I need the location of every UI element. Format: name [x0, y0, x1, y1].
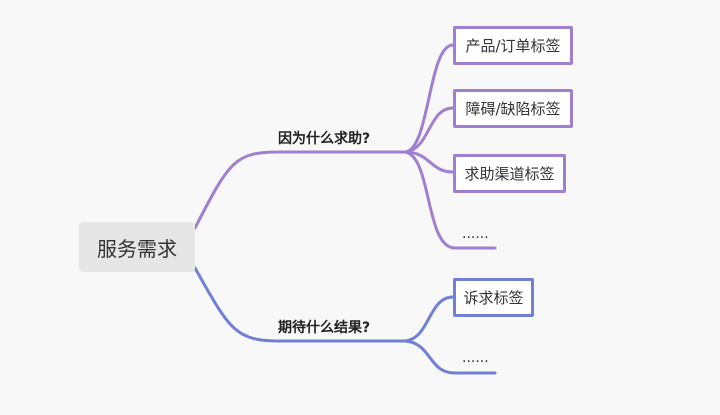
leaf-appeal-tag[interactable]: 诉求标签: [453, 278, 534, 317]
connector-why-etc: [403, 150, 497, 250]
leaf-help-channel-tag[interactable]: 求助渠道标签: [453, 154, 566, 193]
branch-label-why[interactable]: 因为什么求助?: [278, 131, 371, 147]
leaf-obstacle-defect-tag[interactable]: 障碍/缺陷标签: [453, 89, 573, 128]
connector-root-expect: [193, 266, 407, 343]
leaf-product-order-tag[interactable]: 产品/订单标签: [453, 26, 573, 65]
connector-why-channel: [403, 150, 455, 174]
connector-why-obstacle: [403, 106, 455, 154]
root-node[interactable]: 服务需求: [79, 222, 195, 272]
connector-why-product: [403, 43, 455, 154]
branch-label-expect[interactable]: 期待什么结果?: [278, 320, 371, 336]
leaf-more-expect[interactable]: ......: [462, 350, 489, 366]
leaf-more-why[interactable]: ......: [462, 226, 489, 242]
connector-expect-appeal: [403, 295, 455, 343]
connector-root-why: [193, 150, 407, 230]
connector-expect-etc: [403, 339, 497, 375]
